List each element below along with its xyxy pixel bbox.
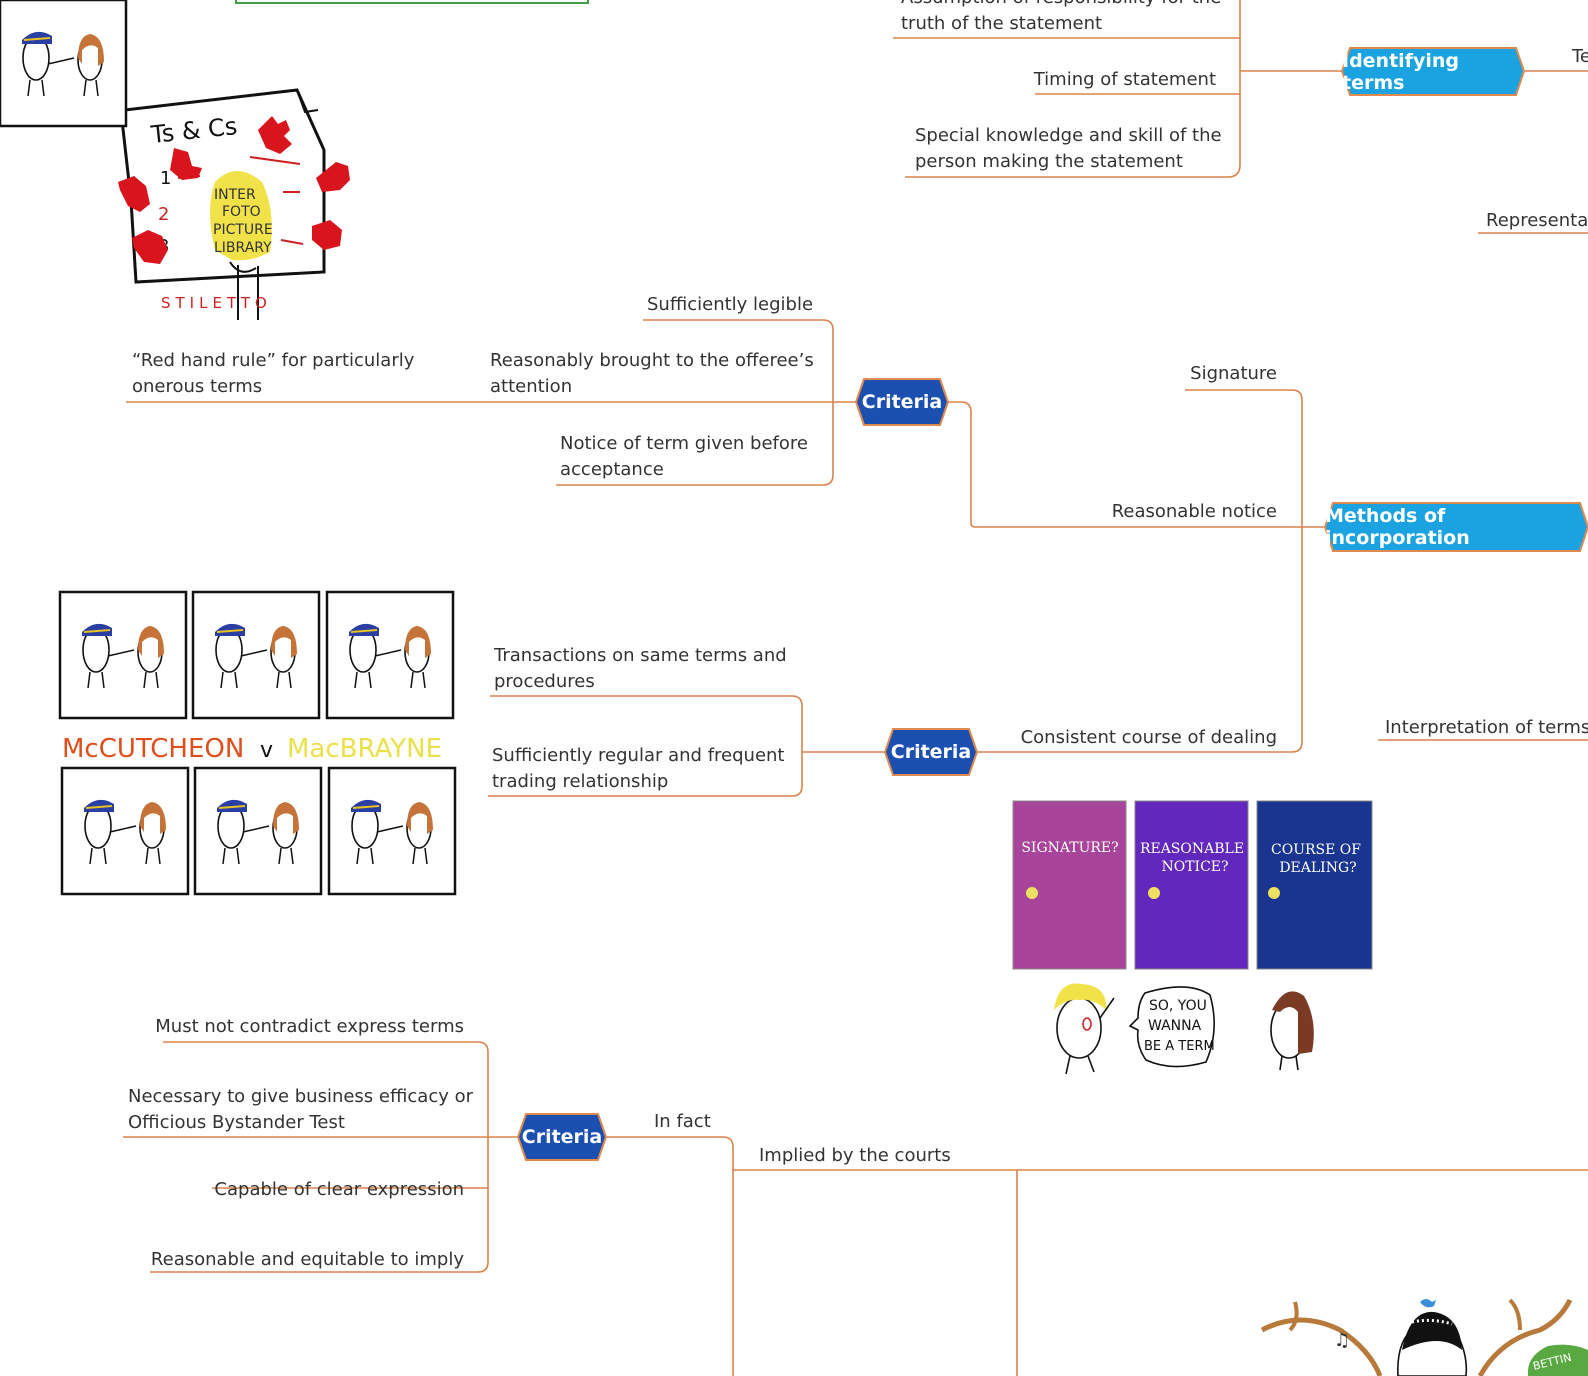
door-label-signature: SIGNATURE?: [1021, 840, 1118, 856]
node-reasonable-notice[interactable]: Reasonable notice: [1111, 501, 1277, 522]
mccutcheon-comic: McCUTCHEON v MacBRAYNE: [0, 0, 457, 896]
node-reasonably-brought[interactable]: Reasonably brought to the offeree’s atte…: [490, 350, 814, 397]
node-interpretation-of-terms[interactable]: Interpretation of terms: [1385, 717, 1588, 738]
door-knob: [1268, 887, 1280, 899]
svg-text:1: 1: [160, 168, 171, 189]
svg-text:♫: ♫: [1334, 1330, 1350, 1351]
identifying-terms-shape: [1340, 47, 1526, 96]
node-consistent-course-of-dealing[interactable]: Consistent course of dealing: [1020, 727, 1277, 748]
door-reasonable-notice: [1134, 800, 1249, 970]
interfoto-illustration: Ts & Cs 2 3 1 INTER FOTO PICTURE LIBRARY…: [118, 88, 350, 320]
node-same-terms-procedures[interactable]: Transactions on same terms and procedure…: [494, 645, 787, 692]
tree-illustration: ♫ BETTIN: [1260, 1298, 1588, 1376]
identifying-terms-topic[interactable]: Identifying terms: [1342, 48, 1524, 95]
criteria-course-of-dealing[interactable]: Criteria: [885, 729, 977, 775]
speech-line-2: WANNA: [1148, 1018, 1202, 1034]
interfoto-line-3: PICTURE: [213, 222, 273, 238]
criteria-shapes: [516, 378, 979, 1161]
node-must-not-contradict[interactable]: Must not contradict express terms: [155, 1016, 464, 1037]
node-red-hand-rule[interactable]: “Red hand rule” for particularly onerous…: [132, 350, 415, 397]
interfoto-line-2: FOTO: [222, 204, 261, 220]
connector-lines: [123, 0, 1588, 1376]
node-special-knowledge[interactable]: Special knowledge and skill of the perso…: [915, 125, 1222, 172]
red-hand-icons: [118, 116, 350, 264]
methods-of-incorporation-topic[interactable]: Methods of incorporation: [1325, 503, 1588, 551]
door-label-course-1: COURSE OF: [1271, 842, 1361, 858]
door-knob: [1026, 887, 1038, 899]
door-label-course-2: DEALING?: [1279, 860, 1356, 876]
node-representations-cutoff[interactable]: Representat: [1486, 210, 1588, 231]
criteria-label: Criteria: [861, 391, 943, 413]
versus-label: v: [260, 738, 273, 763]
node-sufficiently-legible[interactable]: Sufficiently legible: [647, 294, 814, 315]
node-clear-expression[interactable]: Capable of clear expression: [214, 1179, 464, 1200]
door-course-of-dealing: [1256, 800, 1373, 970]
criteria-label: Criteria: [890, 741, 972, 763]
criteria-implied-in-fact[interactable]: Criteria: [518, 1114, 606, 1160]
door-label-reasonable-2: NOTICE?: [1161, 859, 1228, 875]
doors-illustration: SIGNATURE? REASONABLE NOTICE? COURSE OF …: [1012, 800, 1373, 1075]
cutoff-node-border: [235, 0, 589, 4]
speech-bubble: [1128, 986, 1215, 1068]
interfoto-line-1: INTER: [214, 187, 256, 203]
door-signature: [1012, 800, 1127, 970]
mccutcheon-name: McCUTCHEON: [62, 734, 244, 764]
methods-of-incorporation-shape: [1323, 502, 1588, 552]
node-in-fact[interactable]: In fact: [654, 1111, 711, 1132]
identifying-terms-label: Identifying terms: [1342, 49, 1459, 94]
node-signature[interactable]: Signature: [1190, 363, 1277, 384]
node-reasonable-equitable[interactable]: Reasonable and equitable to imply: [150, 1249, 464, 1270]
node-notice-before-acceptance[interactable]: Notice of term given before acceptance: [560, 433, 808, 480]
node-timing-of-statement[interactable]: Timing of statement: [1033, 69, 1216, 90]
node-te-cutoff[interactable]: Te: [1572, 46, 1588, 67]
node-regular-and-frequent[interactable]: Sufficiently regular and frequent tradin…: [492, 745, 785, 792]
node-assumption-of-responsibility[interactable]: Assumption of responsibility for the tru…: [901, 0, 1221, 34]
door-label-reasonable-1: REASONABLE: [1140, 841, 1244, 857]
interfoto-line-4: LIBRARY: [214, 240, 272, 256]
door-knob: [1148, 887, 1160, 899]
speech-line-3: BE A TERM: [1144, 1039, 1215, 1054]
node-implied-by-courts[interactable]: Implied by the courts: [759, 1145, 951, 1166]
svg-text:2: 2: [158, 204, 169, 225]
node-business-efficacy[interactable]: Necessary to give business efficacy or O…: [128, 1086, 473, 1133]
macbrayne-name: MacBRAYNE: [287, 734, 442, 764]
criteria-reasonable-notice[interactable]: Criteria: [856, 379, 948, 425]
criteria-label: Criteria: [521, 1126, 603, 1148]
stiletto-label: STILETTO: [161, 294, 272, 312]
methods-of-incorporation-label: Methods of incorporation: [1325, 505, 1470, 549]
speech-line-1: SO, YOU: [1149, 998, 1207, 1014]
